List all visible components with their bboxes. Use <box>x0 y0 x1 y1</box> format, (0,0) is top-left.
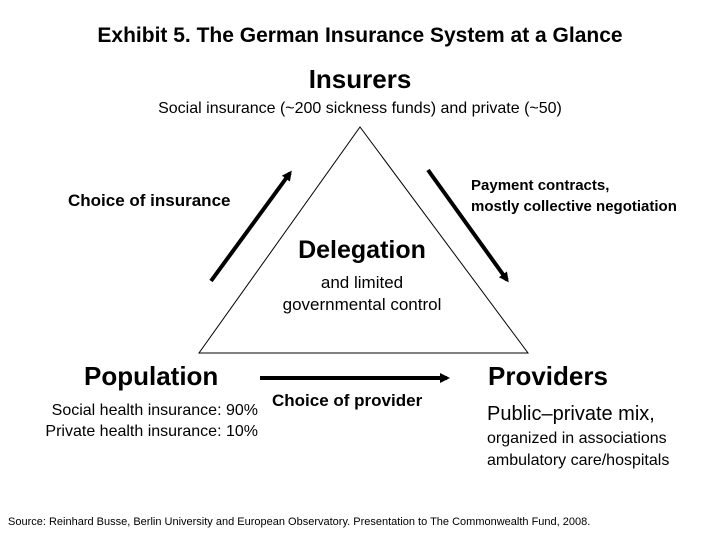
providers-heading: Providers <box>488 361 608 391</box>
population-social-share: Social health insurance: 90% <box>51 402 258 419</box>
insurers-subtitle: Social insurance (~200 sickness funds) a… <box>158 100 562 117</box>
providers-line1: Public–private mix, <box>487 403 655 425</box>
insurers-heading: Insurers <box>308 64 412 94</box>
population-private-share: Private health insurance: 10% <box>45 423 258 440</box>
providers-line3: ambulatory care/hospitals <box>487 452 670 469</box>
delegation-line2: governmental control <box>282 295 442 314</box>
payment-contracts-label-line2: mostly collective negotiation <box>471 198 677 215</box>
choice-of-provider-label: Choice of provider <box>272 391 423 410</box>
delegation-triangle <box>198 126 529 354</box>
population-heading: Population <box>84 361 219 391</box>
payment-contracts-arrow <box>426 168 509 283</box>
providers-line2: organized in associations <box>487 430 667 447</box>
exhibit-title: Exhibit 5. The German Insurance System a… <box>97 24 623 47</box>
choice-of-insurance-arrow <box>209 170 292 283</box>
source-note: Source: Reinhard Busse, Berlin Universit… <box>8 516 591 528</box>
delegation-heading: Delegation <box>298 236 426 264</box>
payment-contracts-label-line1: Payment contracts, <box>471 177 610 194</box>
choice-of-insurance-label: Choice of insurance <box>68 191 231 210</box>
delegation-line1: and limited <box>320 273 404 292</box>
